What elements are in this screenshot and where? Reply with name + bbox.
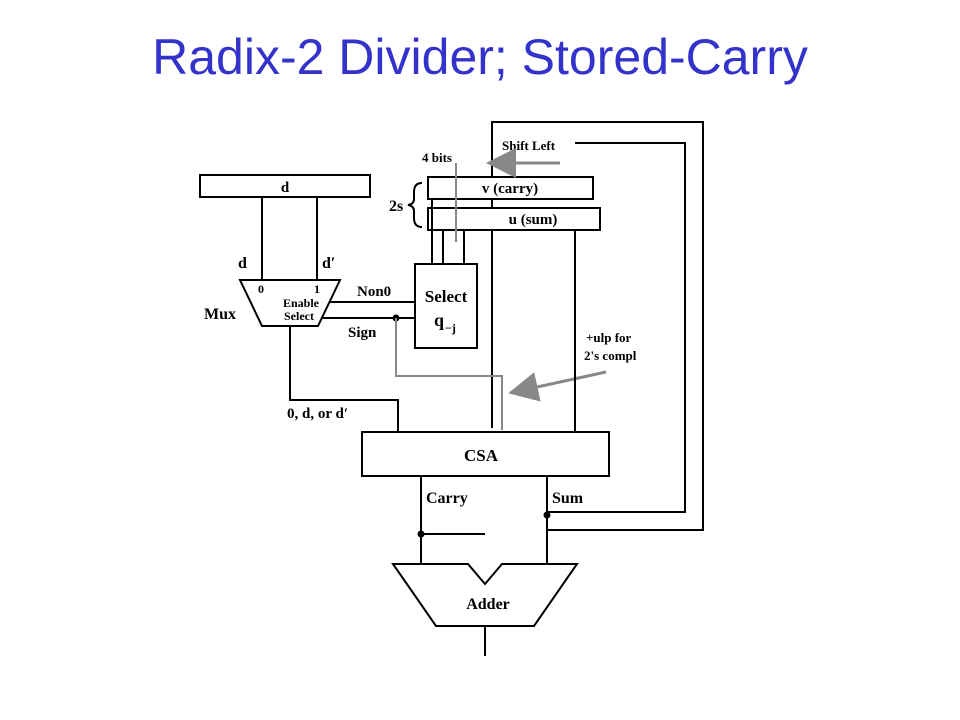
shift-left-label: Shift Left <box>502 138 556 153</box>
ulp-arrow <box>508 370 607 402</box>
d-wires <box>261 197 318 280</box>
sum-junction <box>543 511 551 519</box>
csa-box <box>361 431 610 477</box>
mux-output-wire <box>289 326 399 432</box>
select-input-wires <box>431 199 465 264</box>
mux-label: Mux <box>204 306 236 323</box>
mux-enable-label: Enable <box>283 296 320 310</box>
mux-select-label: Select <box>284 309 314 323</box>
q-sub-label: −j <box>445 321 456 335</box>
select-q-box <box>414 263 478 349</box>
d-register-label: d <box>281 180 290 196</box>
two-s-brace <box>407 182 423 228</box>
sum-label: Sum <box>552 490 584 507</box>
u-sum-label: u (sum) <box>509 212 558 228</box>
d-prime-input-label: d′ <box>322 255 335 272</box>
non0-label: Non0 <box>357 284 391 300</box>
four-bits-label: 4 bits <box>422 150 452 165</box>
adder <box>391 563 579 627</box>
d-register <box>199 174 371 198</box>
ulp-wire <box>395 318 503 430</box>
q-label: q <box>434 310 444 330</box>
d-input-label: d <box>238 255 247 272</box>
sign-label: Sign <box>348 325 377 341</box>
adder-label: Adder <box>466 596 510 613</box>
ulp-label-line2: 2's compl <box>584 348 637 363</box>
csa-label: CSA <box>464 446 499 465</box>
two-s-label: 2s <box>389 198 403 215</box>
select-q-label: Select <box>425 287 468 306</box>
slide-title: Radix-2 Divider; Stored-Carry <box>152 29 808 85</box>
mux <box>238 279 342 327</box>
mux-output-label: 0, d, or d′ <box>287 406 348 422</box>
carry-label: Carry <box>426 490 468 507</box>
mux-in-1-label: 1 <box>314 282 320 296</box>
mux-in-0-label: 0 <box>258 282 264 296</box>
u-sum-register <box>427 207 601 231</box>
ulp-label-line1: +ulp for <box>586 330 632 345</box>
v-carry-label: v (carry) <box>482 181 538 197</box>
